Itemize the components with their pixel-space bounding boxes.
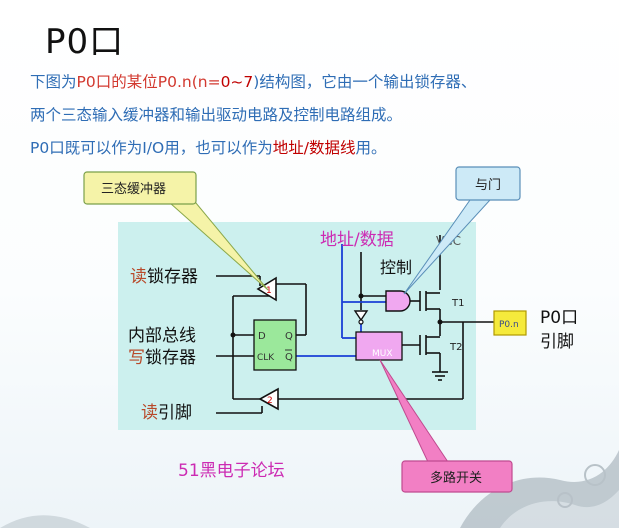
read-pin-label: 引脚: [158, 403, 192, 423]
page-title: P0口: [45, 22, 125, 62]
inverter-gate: [353, 310, 369, 322]
diagram-background: [118, 222, 476, 430]
read-latch-label: 锁存器: [147, 267, 198, 287]
text-segment-highlight: P0口的某位: [76, 73, 158, 91]
pin-box: [493, 310, 527, 336]
write-latch-label: 锁存器: [145, 348, 196, 368]
output-latch: [253, 319, 297, 371]
pin-box-label: P0.n: [499, 320, 519, 330]
decorative-ornament: [460, 450, 619, 528]
description-line-3: P0口既可以作为I/O用，也可以作为地址/数据线用。: [30, 136, 386, 158]
circuit-nodes: [230, 293, 443, 338]
mux-callout-box: [401, 460, 513, 493]
port-pin-label: 引脚: [540, 332, 574, 352]
latch-q-label: Q: [285, 331, 293, 342]
text-segment: 用。: [355, 139, 387, 157]
inverter-bubble: [358, 319, 364, 325]
buffer-1-number: 1: [266, 286, 272, 296]
tristate-buffer-2: [258, 387, 279, 411]
read-latch-label-prefix: 读: [130, 267, 147, 287]
tristate-callout-box: [83, 171, 197, 205]
t1-label: T1: [451, 298, 464, 309]
decorative-ornament-left: [0, 515, 90, 528]
description-line-1: 下图为P0口的某位P0.n(n=0~7)结构图，它由一个输出锁存器、: [30, 70, 476, 92]
write-latch-label-prefix: 写: [128, 348, 145, 368]
forum-watermark: 51黑电子论坛: [178, 461, 285, 481]
text-segment-highlight: 地址/数据线: [272, 139, 356, 157]
text-segment-highlight: 0~7: [220, 73, 254, 91]
text-segment: )结构图，它由一个输出锁存器、: [253, 73, 477, 91]
multiplexer: [355, 331, 403, 361]
text-segment: 下图为: [30, 73, 77, 91]
latch-d-label: D: [258, 331, 266, 342]
latch-clk-label: CLK: [257, 353, 275, 363]
mux-label: MUX: [372, 349, 393, 359]
text-segment: P0口既可以作为I/O用，也可以作为: [30, 139, 273, 157]
internal-bus-label: 内部总线: [128, 326, 196, 346]
port-label: P0口: [540, 308, 578, 328]
control-label: 控制: [380, 258, 412, 277]
latch-qbar-label: Q: [285, 352, 293, 363]
and-gate: [385, 290, 411, 312]
description-line-2: 两个三态输入缓冲器和输出驱动电路及控制电路组成。: [30, 106, 403, 124]
buffer-2-number: 2: [267, 396, 273, 406]
text-segment-highlight: P0.n(n=: [157, 73, 221, 91]
mux-callout-label: 多路开关: [430, 470, 482, 486]
t2-label: T2: [449, 342, 462, 353]
addr-data-label: 地址/数据: [320, 230, 394, 250]
and-callout-box: [455, 166, 521, 201]
and-callout-label: 与门: [475, 178, 501, 193]
tristate-callout-label: 三态缓冲器: [101, 182, 166, 197]
read-pin-label-prefix: 读: [141, 403, 158, 423]
circuit-wires: [216, 235, 494, 414]
